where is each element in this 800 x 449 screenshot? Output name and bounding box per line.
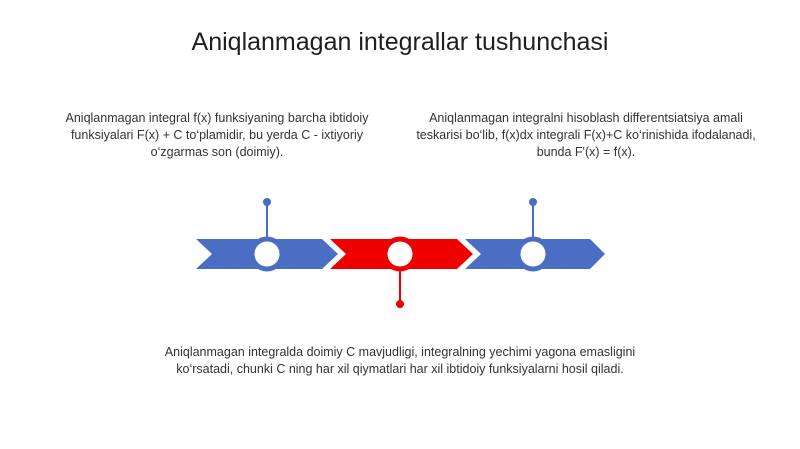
connector-dot-middle: [396, 300, 404, 308]
connector-dot-left: [263, 198, 271, 206]
milestone-ring-middle: [382, 236, 418, 272]
caption-bottom: Aniqlanmagan integralda doimiy C mavjudl…: [164, 345, 636, 376]
connector-dot-right: [529, 198, 537, 206]
slide-title: Aniqlanmagan integrallar tushunchasi: [191, 28, 609, 56]
caption-left: Aniqlanmagan integral f(x) funksiyaning …: [65, 111, 369, 159]
caption-right: Aniqlanmagan integralni hisoblash differ…: [416, 111, 756, 159]
milestone-ring-right: [515, 236, 551, 272]
milestone-ring-left: [249, 236, 285, 272]
